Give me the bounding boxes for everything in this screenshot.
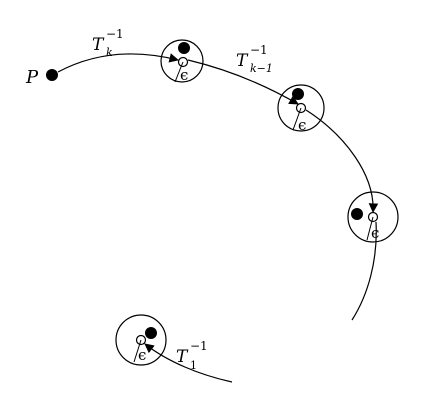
image-dot-4 bbox=[145, 327, 157, 339]
image-dot-2 bbox=[292, 88, 304, 100]
label-t-1-sub: 1 bbox=[190, 359, 197, 372]
radius-line-1 bbox=[174, 61, 184, 83]
image-dot-1 bbox=[178, 42, 190, 54]
epsilon-label-1: ϵ bbox=[180, 66, 188, 84]
label-t-k: T bbox=[92, 35, 105, 55]
arrow-t-k-minus-1 bbox=[187, 59, 299, 105]
arc-continuation bbox=[351, 221, 377, 321]
label-t-k-sub: k bbox=[106, 46, 113, 59]
label-t-k-sup: −1 bbox=[106, 27, 124, 41]
arrow-to-circle-3 bbox=[305, 109, 379, 213]
arrow-t-k bbox=[57, 53, 179, 73]
neighborhood-circle-2 bbox=[277, 84, 325, 132]
neighborhood-circle-4 bbox=[115, 314, 167, 366]
point-p-dot bbox=[46, 69, 58, 81]
radius-line-2 bbox=[292, 107, 302, 131]
neighborhood-circle-1 bbox=[160, 39, 204, 83]
epsilon-label-2: ϵ bbox=[298, 116, 306, 134]
radius-line-3 bbox=[366, 216, 374, 241]
label-t-k-minus-1: T bbox=[236, 51, 249, 71]
point-p-label: P bbox=[25, 67, 39, 88]
label-t-1-sup: −1 bbox=[190, 339, 208, 353]
arrow-t-1 bbox=[144, 343, 233, 383]
epsilon-label-3: ϵ bbox=[371, 224, 379, 242]
radius-line-4 bbox=[133, 339, 142, 363]
epsilon-label-4: ϵ bbox=[138, 346, 146, 364]
label-t-k-minus-1-sup: −1 bbox=[250, 43, 268, 57]
neighborhood-circle-3 bbox=[347, 191, 399, 243]
image-dot-3 bbox=[351, 208, 363, 220]
label-t-1: T bbox=[176, 347, 189, 367]
label-t-k-minus-1-sub: k−1 bbox=[250, 62, 273, 75]
